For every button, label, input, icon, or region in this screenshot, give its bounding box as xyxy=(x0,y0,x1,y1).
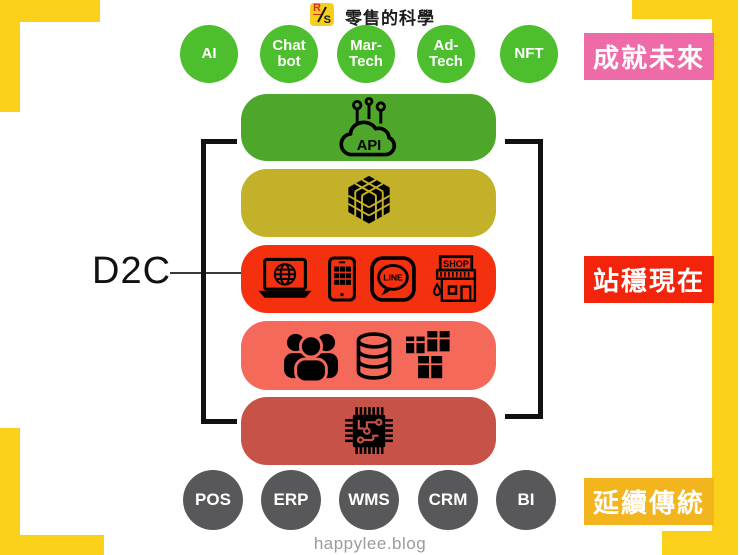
d2c-connector-line xyxy=(170,272,242,274)
top-circle-adtech: Ad-Tech xyxy=(417,25,475,83)
label-tradition: 延續傳統 xyxy=(584,478,715,525)
stack-bar-middleware xyxy=(241,169,496,237)
api-text: API xyxy=(356,138,381,154)
frame-top-left-horizontal xyxy=(0,0,100,22)
shop-icon: SHOP xyxy=(432,254,476,302)
people-icon xyxy=(283,333,338,382)
label-present: 站穩現在 xyxy=(584,256,715,303)
stack-bar-hardware xyxy=(241,397,496,465)
site-credit: happylee.blog xyxy=(313,534,427,553)
rubiks-cube-icon xyxy=(347,175,390,224)
chip-icon xyxy=(344,407,393,455)
frame-top-left-vertical xyxy=(0,0,20,112)
top-circle-label: Chat bot xyxy=(272,37,306,70)
shop-text: SHOP xyxy=(443,258,469,268)
line-text: LINE xyxy=(383,273,403,283)
top-circle-label: AI xyxy=(201,45,217,63)
top-circle-label: Mar-Tech xyxy=(349,37,383,70)
frame-bottom-right-horizontal xyxy=(662,531,738,555)
parcel-boxes-icon xyxy=(405,330,450,378)
top-circle-nft: NFT xyxy=(500,25,558,83)
top-circle-label: Ad-Tech xyxy=(429,37,463,70)
top-circle-chatbot: Chat bot xyxy=(260,25,318,83)
database-icon xyxy=(356,331,391,380)
bottom-circle-bi: BI xyxy=(496,470,556,530)
laptop-globe-icon xyxy=(257,257,312,298)
stack-bar-data xyxy=(241,321,496,390)
frame-top-right-horizontal xyxy=(632,0,738,19)
brand-title: 零售的科學 xyxy=(345,9,435,28)
bottom-circle-erp: ERP xyxy=(261,470,321,530)
top-circle-martech: Mar-Tech xyxy=(337,25,395,83)
frame-bottom-left-horizontal xyxy=(0,535,104,555)
bottom-circle-label: BI xyxy=(517,490,535,510)
bottom-circle-pos: POS xyxy=(183,470,243,530)
label-future: 成就未來 xyxy=(584,33,715,80)
line-app-icon: LINE xyxy=(369,256,416,302)
smartphone-icon xyxy=(327,256,356,302)
bottom-circle-label: POS xyxy=(195,490,231,510)
bottom-circle-label: WMS xyxy=(348,490,390,510)
stack-bar-api: API xyxy=(241,94,496,161)
bottom-circle-label: ERP xyxy=(273,490,309,510)
logo-letter-s: S xyxy=(323,14,331,26)
rs-logo-icon: R S xyxy=(310,3,334,26)
logo-letter-r: R xyxy=(313,2,321,15)
stack-bar-channels: LINE SHOP xyxy=(241,245,496,313)
top-circle-label: NFT xyxy=(514,45,544,63)
frame-bottom-left-vertical xyxy=(0,428,20,555)
right-bracket xyxy=(505,139,543,419)
bottom-circle-label: CRM xyxy=(428,490,468,510)
top-circle-ai: AI xyxy=(180,25,238,83)
bottom-circle-wms: WMS xyxy=(339,470,399,530)
api-cloud-icon: API xyxy=(338,96,396,156)
bottom-circle-crm: CRM xyxy=(418,470,478,530)
frame-right-vertical xyxy=(712,0,738,555)
left-bracket xyxy=(201,139,237,424)
d2c-label: D2C xyxy=(92,250,172,292)
